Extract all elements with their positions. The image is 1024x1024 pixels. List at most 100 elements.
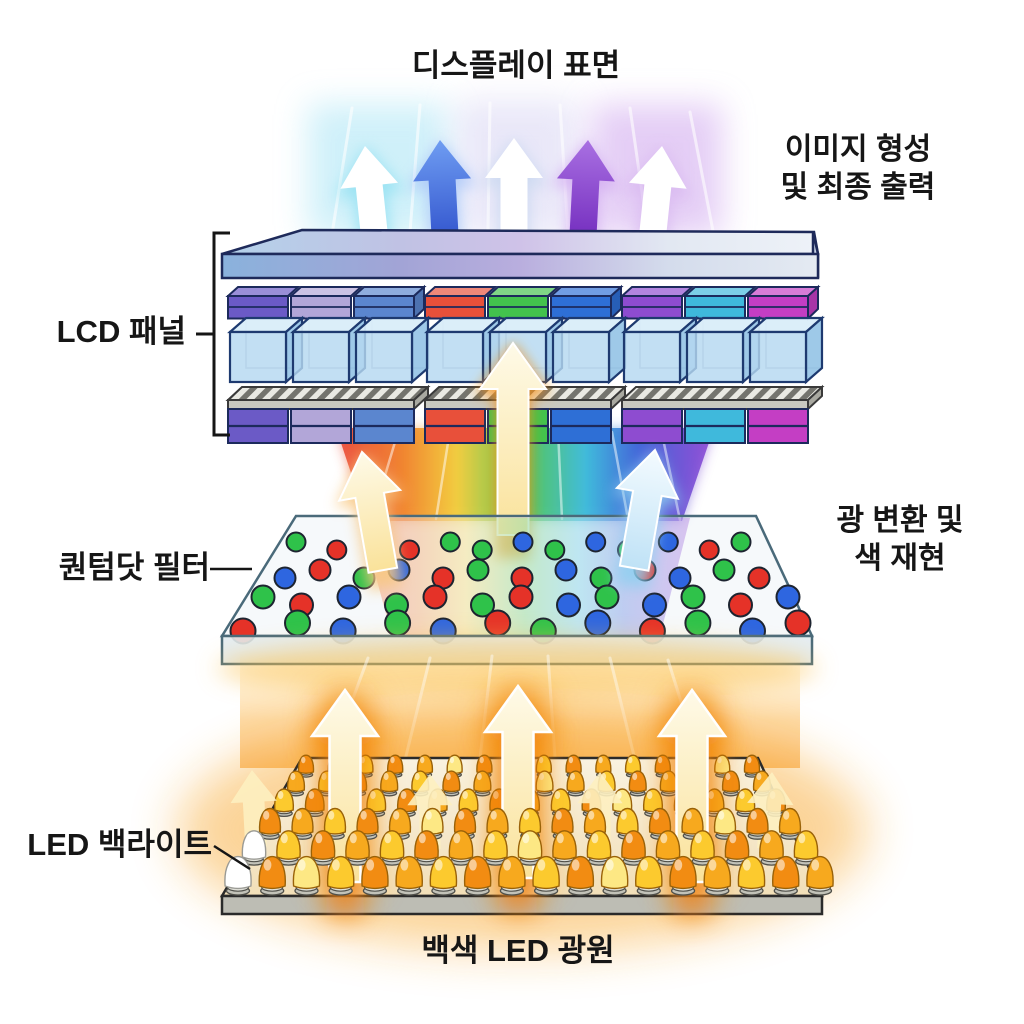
led-dome — [713, 807, 737, 835]
quantum-dot — [747, 566, 771, 590]
quantum-dot — [775, 584, 801, 610]
polarizer-top — [619, 386, 825, 401]
led-dome — [793, 830, 819, 860]
quantum-dot — [508, 584, 534, 610]
quantum-dot — [484, 609, 512, 637]
polarizer-front — [227, 399, 415, 410]
quantum-dot — [684, 609, 712, 637]
warm-glow — [217, 638, 817, 698]
led-dome — [778, 807, 802, 835]
lc-cube — [551, 330, 611, 384]
led-dome — [690, 830, 715, 860]
quantum-dot — [584, 609, 612, 637]
led-dome — [759, 830, 784, 860]
led-dome — [453, 807, 477, 835]
led-dome — [380, 770, 399, 793]
quantum-dot — [470, 592, 495, 618]
quantum-dot — [399, 539, 420, 561]
light-conversion-line1: 광 변환 및 — [836, 504, 964, 537]
led-backlight-layer — [177, 684, 867, 950]
image-output-line1: 이미지 형성 — [784, 133, 932, 166]
quantum-dot — [422, 584, 448, 610]
led-dome — [724, 830, 750, 860]
polarizer-front — [621, 399, 809, 410]
quantum-dot — [556, 592, 581, 618]
quantum-dot — [512, 531, 534, 553]
quantum-dot — [336, 584, 362, 610]
lc-cube — [425, 330, 485, 384]
led-dome — [551, 807, 574, 835]
led-dome — [356, 807, 379, 835]
led-dome — [448, 830, 474, 860]
output-light-zone — [308, 100, 722, 267]
quantum-dot — [657, 531, 679, 553]
led-dome — [414, 830, 439, 860]
filter-strip-top-face — [225, 286, 301, 297]
led-dome — [721, 770, 741, 793]
lc-cube — [354, 330, 414, 384]
quantum-dot — [784, 609, 812, 637]
image-output-line2: 및 최종 출력 — [780, 171, 936, 204]
led-dome — [628, 770, 647, 793]
lc-cube — [685, 330, 745, 384]
display-glass-front-face — [220, 252, 820, 280]
light-conversion-label: 광 변환 및 색 재현 — [800, 502, 1000, 578]
led-dome — [388, 807, 412, 835]
led-dome — [486, 807, 509, 835]
led-dome — [586, 830, 612, 860]
display-surface-label: 디스플레이 표면 — [411, 48, 621, 83]
color-filter-strip-row-top — [225, 284, 821, 321]
quantum-dot — [466, 558, 490, 582]
lc-cube — [291, 330, 351, 384]
led-backlight-leader-line — [213, 844, 251, 871]
light-conversion-line2: 색 재현 — [854, 542, 946, 575]
quantum-dot — [384, 609, 412, 637]
led-dome — [323, 807, 347, 835]
filter-strip-top-face — [619, 286, 695, 297]
led-dome — [310, 830, 336, 860]
led-dome — [476, 754, 493, 775]
quantum-dot — [273, 566, 297, 590]
lc-cube — [622, 330, 682, 384]
quantum-dot — [471, 539, 493, 561]
led-dome — [273, 788, 295, 813]
quantum-dot — [680, 584, 706, 610]
lcd-panel-layer — [220, 228, 825, 444]
quantum-dot — [642, 592, 667, 618]
quantum-dot — [250, 584, 276, 610]
led-dome — [517, 830, 543, 860]
filter-strip-top-face — [485, 286, 561, 297]
led-dome — [743, 754, 761, 775]
led-dome — [286, 770, 306, 793]
led-dome — [345, 830, 370, 860]
led-dome — [297, 754, 315, 775]
led-dome — [621, 830, 646, 860]
quantum-dot — [285, 531, 307, 553]
quantum-dot — [554, 558, 578, 582]
quantum-dot — [712, 558, 736, 582]
filter-strip-top-face — [351, 286, 427, 297]
led-dome — [566, 770, 585, 793]
lcd-panel-label: LCD 패널 — [56, 314, 186, 349]
quantum-dot — [326, 539, 348, 561]
quantum-dot — [594, 584, 620, 610]
quantum-dot — [698, 539, 720, 561]
led-dome — [565, 754, 582, 775]
led-dome — [583, 807, 607, 835]
led-dome — [276, 830, 301, 860]
lc-cube — [748, 330, 808, 384]
white-led-source-label: 백색 LED 광원 — [421, 933, 615, 968]
led-dome — [595, 754, 612, 775]
led-array-front-rows — [224, 807, 834, 896]
filter-strip-top-face — [422, 286, 498, 297]
led-dome — [241, 830, 267, 860]
quantum-dot — [730, 531, 752, 553]
led-dome — [681, 807, 704, 835]
polarizer-top — [225, 386, 431, 401]
led-dome — [483, 830, 508, 860]
lcd-panel-bracket — [196, 231, 230, 437]
led-dome — [442, 770, 461, 793]
image-output-label: 이미지 형성 및 최종 출력 — [752, 131, 964, 207]
quantum-dot — [308, 558, 332, 582]
